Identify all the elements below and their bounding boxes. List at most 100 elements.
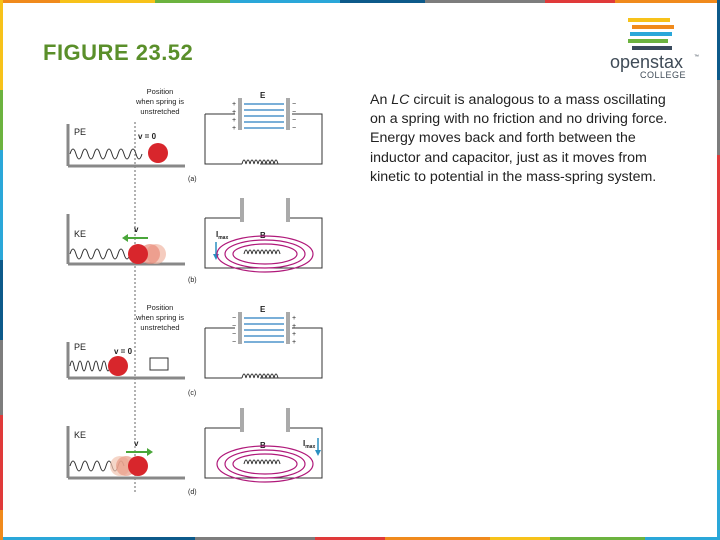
current-arrowhead [315,450,321,456]
b-field-loops [216,445,314,483]
edge-strip-segment [0,415,3,510]
note-line: unstretched [140,323,179,332]
svg-text:−: − [292,109,296,116]
mass-ball [128,244,148,264]
energy-label: KE [74,430,86,440]
edge-strip-segment [717,410,720,470]
openstax-logo: openstax ™ COLLEGE [610,18,699,80]
logo-bar [628,18,670,22]
edge-strip-segment [155,0,230,3]
edge-strip-segment [0,90,3,150]
field-label: E [260,91,266,100]
note-line: when spring is [135,313,184,322]
velocity-arrowhead [122,234,128,242]
caption-text-start: An [370,92,392,108]
edge-strip-segment [60,0,155,3]
svg-text:+: + [232,109,236,116]
capacitor-plate [286,312,290,344]
note-line: Position [147,303,174,312]
note-line: when spring is [135,97,184,106]
edge-strip-segment [110,537,195,540]
mass-ball [108,356,128,376]
inductor-coil [241,159,279,165]
edge-strip-segment [315,537,385,540]
e-field-lines [244,317,284,343]
edge-strip-segment [0,260,3,340]
capacitor-plate [238,98,242,130]
spring [69,248,131,260]
plus-signs: ++++ [232,101,236,132]
panel-c: PE Position when spring is unstretched v… [66,303,323,397]
figure-caption: An LC circuit is analogous to a mass osc… [370,91,670,187]
svg-text:−: − [232,315,236,322]
svg-text:−: − [292,117,296,124]
edge-strip-segment [0,150,3,260]
svg-text:−: − [292,125,296,132]
velocity-label: v [134,439,139,448]
mass-ball [148,143,168,163]
edge-strip-segment [230,0,340,3]
energy-label: PE [74,127,86,137]
svg-text:+: + [292,331,296,338]
capacitor-plate [240,198,244,222]
current-label: Imax [216,230,228,241]
logo-trademark: ™ [694,54,699,60]
edge-strip-segment [195,537,315,540]
edge-strip-segment [0,0,60,3]
edge-strip-segment [0,0,3,90]
capacitor-plate [286,198,290,222]
edge-strip-segment [340,0,425,3]
edge-strip-segment [545,0,615,3]
velocity-label: v = 0 [138,132,157,141]
current-label: Imax [303,439,315,450]
minus-signs: −−−− [232,315,236,346]
logo-sub: COLLEGE [640,70,686,80]
svg-text:+: + [232,125,236,132]
panel-label: (b) [188,277,197,284]
b-field-loops [216,235,314,273]
inductor-coil [243,249,281,255]
circuit-wire [204,113,323,165]
logo-bar [632,46,672,50]
circuit-wire [204,427,323,479]
minus-signs: −−−− [292,101,296,132]
inductor-coil [241,373,279,379]
svg-text:−: − [232,323,236,330]
panel-a: PE Position when spring is unstretched v… [66,87,323,183]
edge-strip-segment [717,155,720,250]
edge-strip-segment [645,537,720,540]
edge-strip-segment [717,250,720,320]
field-label: E [260,305,266,314]
energy-label: PE [74,342,86,352]
circuit-wire [204,217,323,269]
mass-ball [128,456,148,476]
edge-strip-segment [717,320,720,410]
svg-text:+: + [292,339,296,346]
edge-strip-segment [717,80,720,155]
slide-title: FIGURE 23.52 [43,40,194,65]
spring [69,148,143,160]
spring [69,360,111,372]
svg-text:−: − [232,331,236,338]
panel-label: (c) [188,390,196,397]
note-line: unstretched [140,107,179,116]
svg-text:−: − [292,101,296,108]
e-field-lines [244,103,284,129]
edge-strip-segment [0,340,3,415]
plus-signs: ++++ [292,315,296,346]
circuit-wire [204,327,323,379]
caption-lc: LC [391,92,410,108]
svg-text:+: + [232,117,236,124]
capacitor-plate [238,312,242,344]
svg-text:+: + [292,315,296,322]
capacitor-plate [286,408,290,432]
edge-strip-segment [490,537,550,540]
velocity-label: v [134,225,139,234]
edge-strip-segment [0,537,110,540]
energy-label: KE [74,229,86,239]
panel-label: (d) [188,489,197,496]
edge-strip-segment [0,510,3,540]
edge-strip-segment [425,0,545,3]
reference-box [149,357,169,371]
panel-b: KE v (b) Imax B [66,198,323,284]
